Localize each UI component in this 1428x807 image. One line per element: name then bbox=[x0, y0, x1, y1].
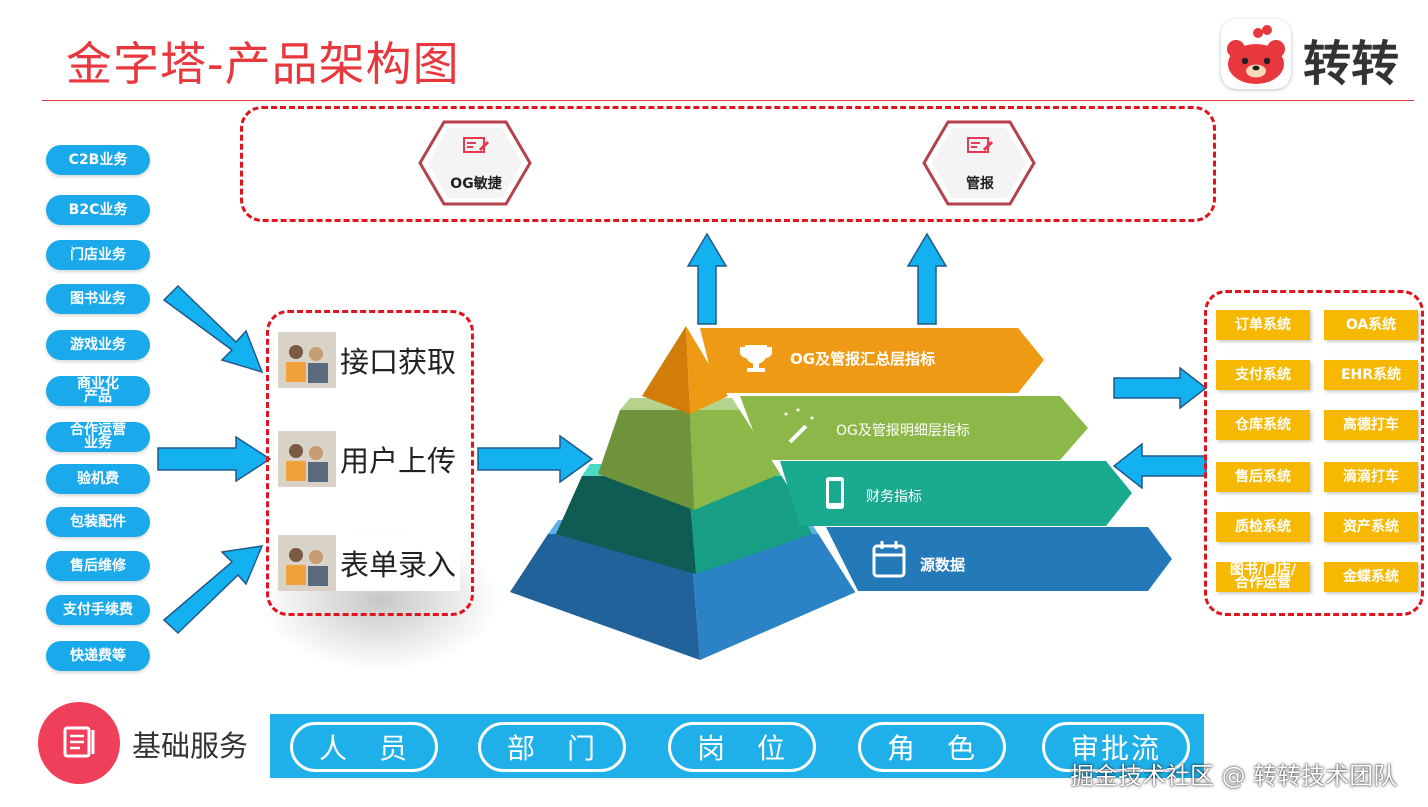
business-line-pill: 验机费 bbox=[46, 464, 150, 494]
business-line-pill: B2C业务 bbox=[46, 195, 150, 225]
data-source-upload: 用户上传 bbox=[278, 431, 461, 487]
base-item-position: 岗 位 bbox=[668, 722, 816, 772]
layer-label-summary: OG及管报汇总层指标 bbox=[790, 350, 936, 368]
pyramid-layer-base-left bbox=[510, 534, 700, 660]
business-line-pill: 包装配件 bbox=[46, 507, 150, 537]
trophy-icon bbox=[739, 345, 773, 372]
system-item: 支付系统 bbox=[1216, 360, 1310, 390]
pyramid-layer-top-left bbox=[642, 326, 690, 414]
people-photo bbox=[278, 431, 336, 487]
data-source-label: 表单录入 bbox=[336, 535, 461, 591]
base-item-staff: 人 员 bbox=[290, 722, 438, 772]
layer-label-detail: OG及管报明细层指标 bbox=[836, 423, 970, 439]
og-agile-label: OG敏捷 bbox=[450, 176, 502, 192]
systems-box bbox=[1204, 290, 1424, 616]
system-item: 质检系统 bbox=[1216, 512, 1310, 542]
page-title: 金字塔-产品架构图 bbox=[66, 37, 460, 91]
business-line-pill: C2B业务 bbox=[46, 145, 150, 175]
phone-icon bbox=[826, 477, 844, 509]
zhuanzhuan-logo bbox=[1221, 19, 1291, 89]
business-line-pill: 售后维修 bbox=[46, 551, 150, 581]
data-source-box bbox=[266, 310, 474, 616]
system-item: 仓库系统 bbox=[1216, 410, 1310, 440]
document-icon bbox=[63, 726, 95, 758]
system-item: 滴滴打车 bbox=[1324, 462, 1418, 492]
watermark: 掘金技术社区 @ 转转技术团队 bbox=[1070, 762, 1398, 790]
business-line-pill: 图书业务 bbox=[46, 284, 150, 314]
base-item-department: 部 门 bbox=[478, 722, 626, 772]
layer-label-source: 源数据 bbox=[920, 556, 966, 574]
system-item: 订单系统 bbox=[1216, 310, 1310, 340]
base-item-approval-flow: 审批流 bbox=[1042, 722, 1190, 772]
arrow-up-og bbox=[686, 232, 728, 325]
banner-layer-1 bbox=[700, 328, 1044, 393]
data-source-form: 表单录入 bbox=[278, 535, 461, 591]
system-item: 金蝶系统 bbox=[1324, 562, 1418, 592]
data-source-api: 接口获取 bbox=[278, 332, 461, 388]
magic-wand-icon bbox=[784, 408, 814, 444]
pyramid-layer-3-left bbox=[556, 476, 696, 574]
business-line-pill: 快递费等 bbox=[46, 641, 150, 671]
report-icon bbox=[463, 137, 490, 153]
arrow-up-report bbox=[906, 232, 948, 325]
base-services-label: 基础服务 bbox=[132, 729, 249, 763]
banner-layer-2 bbox=[740, 396, 1088, 460]
system-item: 资产系统 bbox=[1324, 512, 1418, 542]
management-report-label: 管报 bbox=[966, 176, 994, 192]
data-source-label: 接口获取 bbox=[336, 332, 461, 388]
data-source-label: 用户上传 bbox=[336, 431, 461, 487]
arrow-business-to-api bbox=[162, 284, 264, 374]
pyramid-layer-3-right bbox=[688, 476, 812, 574]
og-agile-hex bbox=[418, 120, 532, 206]
base-services-badge bbox=[38, 702, 120, 784]
business-line-pill: 门店业务 bbox=[46, 240, 150, 270]
system-item: EHR系统 bbox=[1324, 360, 1418, 390]
business-line-pill: 合作运营 业务 bbox=[46, 422, 150, 452]
system-item: 售后系统 bbox=[1216, 462, 1310, 492]
title-divider bbox=[42, 100, 1414, 101]
logo-wordmark: 转转 bbox=[1303, 36, 1400, 92]
pyramid bbox=[510, 324, 863, 660]
pyramid-layer-base-right bbox=[690, 534, 856, 660]
business-line-pill: 游戏业务 bbox=[46, 330, 150, 360]
business-line-pill: 商业化 产品 bbox=[46, 376, 150, 406]
pyramid-layer-2-left bbox=[598, 410, 694, 510]
people-photo bbox=[278, 332, 336, 388]
report-icon bbox=[967, 137, 994, 153]
calendar-icon bbox=[872, 541, 906, 578]
banner-layer-4 bbox=[826, 527, 1172, 591]
business-line-pill: 支付手续费 bbox=[46, 595, 150, 625]
system-item: 图书/门店/ 合作运营 bbox=[1216, 562, 1310, 592]
system-item: 高德打车 bbox=[1324, 410, 1418, 440]
arrow-business-to-form bbox=[162, 545, 264, 635]
arrow-source-to-pyramid bbox=[477, 434, 594, 484]
system-item: OA系统 bbox=[1324, 310, 1418, 340]
arrow-systems-to-pyramid bbox=[1112, 442, 1207, 490]
arrow-pyramid-to-systems bbox=[1113, 366, 1208, 410]
banner-layer-3 bbox=[780, 461, 1132, 526]
arrow-business-to-upload bbox=[157, 435, 272, 483]
bear-icon bbox=[1227, 25, 1285, 84]
output-box bbox=[240, 106, 1216, 222]
layer-label-finance: 财务指标 bbox=[866, 489, 922, 505]
management-report-hex bbox=[922, 120, 1036, 206]
people-photo bbox=[278, 535, 336, 591]
base-item-role: 角 色 bbox=[858, 722, 1006, 772]
